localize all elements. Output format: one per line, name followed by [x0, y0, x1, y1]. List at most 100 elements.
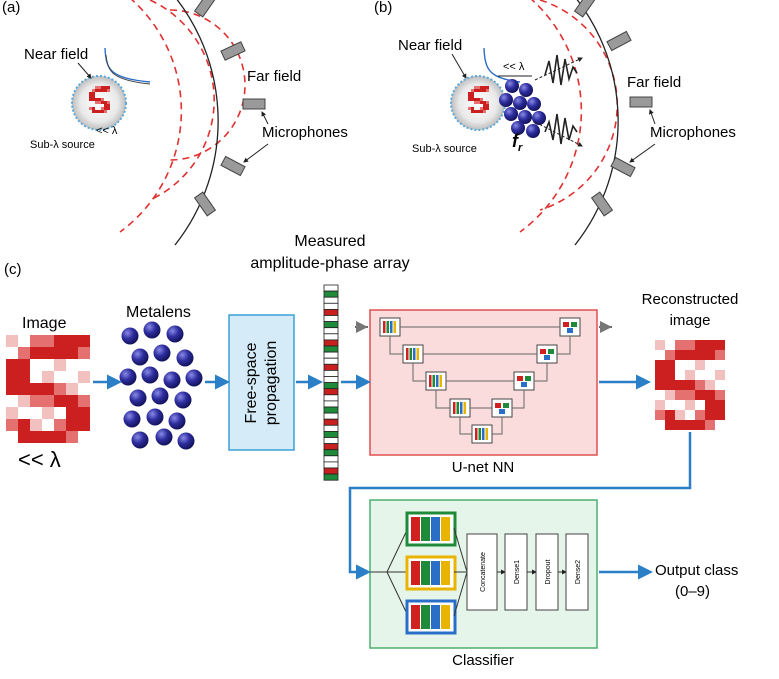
near-field-pointer — [77, 62, 92, 79]
metalens-spheres — [119, 321, 203, 450]
source-label: Sub-λ source — [30, 139, 95, 151]
pixel — [655, 360, 665, 370]
array-cell — [323, 449, 339, 457]
pixel — [6, 383, 18, 395]
sphere — [129, 389, 147, 407]
feature-bar — [475, 428, 478, 440]
upsample-bar — [540, 349, 546, 354]
upsample-bar — [503, 403, 509, 408]
wave-packet — [544, 113, 578, 145]
branch-line — [386, 571, 409, 617]
classifier-label: Classifier — [452, 652, 514, 669]
pixel — [42, 347, 54, 359]
panel-b: (b) Near field << λ Sub-λ source fr — [374, 0, 736, 246]
feature-bar — [411, 605, 420, 629]
panel-b-label: (b) — [374, 0, 392, 16]
reconstructed-line2: image — [670, 312, 711, 329]
pixel — [95, 89, 98, 92]
feature-bar — [421, 605, 430, 629]
pixel — [468, 98, 471, 101]
array-cell — [323, 339, 339, 347]
sphere — [131, 348, 149, 366]
measured-array — [323, 284, 339, 481]
source-label: Sub-λ source — [412, 143, 477, 155]
layer-block — [466, 533, 498, 611]
array-cell — [323, 290, 339, 298]
pixel — [675, 410, 685, 420]
near-field-label: Near field — [398, 37, 462, 54]
pixel — [480, 101, 483, 104]
sphere — [121, 327, 139, 345]
pixel — [66, 335, 78, 347]
pixel — [468, 92, 471, 95]
array-cell — [323, 345, 339, 353]
microphone-icon — [573, 0, 597, 18]
pixel — [66, 407, 78, 419]
pixel — [42, 371, 54, 383]
pixel — [6, 359, 18, 371]
sphere — [141, 366, 159, 384]
array-cell — [323, 430, 339, 438]
lambda-label: << λ — [18, 447, 61, 472]
pixel — [477, 89, 480, 92]
pixel — [42, 383, 54, 395]
branch-line — [386, 527, 409, 573]
pixel — [480, 110, 483, 113]
array-cell — [323, 461, 339, 469]
microphones-label: Microphones — [650, 124, 736, 141]
pixel — [705, 350, 715, 360]
upsample-bar — [571, 322, 577, 327]
array-cell — [323, 418, 339, 426]
microphones-b — [573, 0, 653, 217]
pixel — [685, 350, 695, 360]
pixel — [98, 86, 101, 89]
measured-line2: amplitude-phase array — [250, 255, 409, 272]
feature-bar — [482, 428, 485, 440]
feature-bar — [411, 517, 420, 541]
pixel — [101, 110, 104, 113]
pixel — [107, 104, 110, 107]
pixel — [54, 359, 66, 371]
propagation-line1: Free-space — [243, 342, 260, 423]
pixel — [30, 431, 42, 443]
pixel — [665, 350, 675, 360]
array-cell — [323, 333, 339, 341]
pixel — [92, 98, 95, 101]
pixel — [665, 390, 675, 400]
pixel — [104, 110, 107, 113]
sphere — [519, 83, 533, 97]
array-cell — [323, 437, 339, 444]
array-cell — [323, 284, 339, 292]
sphere — [143, 321, 161, 339]
upsample-bar — [495, 403, 501, 408]
pixel — [468, 95, 471, 98]
pixel — [474, 98, 477, 101]
pixel — [54, 431, 66, 443]
pixel — [486, 89, 489, 92]
pixel — [477, 86, 480, 89]
feature-bar — [411, 561, 420, 585]
array-cell — [323, 406, 339, 414]
pixel — [715, 410, 725, 420]
upsample-bar — [544, 355, 550, 360]
pixel — [474, 101, 477, 104]
feature-bar — [431, 605, 440, 629]
feature-bar — [485, 428, 488, 440]
pixel — [78, 407, 90, 419]
feature-bar — [432, 375, 435, 387]
array-cell — [323, 302, 339, 310]
pixel — [104, 89, 107, 92]
subwavelength-mark: << λ — [503, 61, 525, 73]
unet-input-arrow — [356, 321, 368, 333]
far-field-label: Far field — [247, 68, 301, 85]
microphone-icon — [629, 96, 653, 108]
pixel — [30, 383, 42, 395]
pixel — [104, 101, 107, 104]
wavefront-arc — [119, 0, 183, 233]
pixel — [98, 89, 101, 92]
feature-bar — [431, 561, 440, 585]
wavefront-arc — [169, 9, 246, 161]
pixel — [101, 89, 104, 92]
upsample-bar — [567, 328, 573, 333]
pixel — [89, 92, 92, 95]
